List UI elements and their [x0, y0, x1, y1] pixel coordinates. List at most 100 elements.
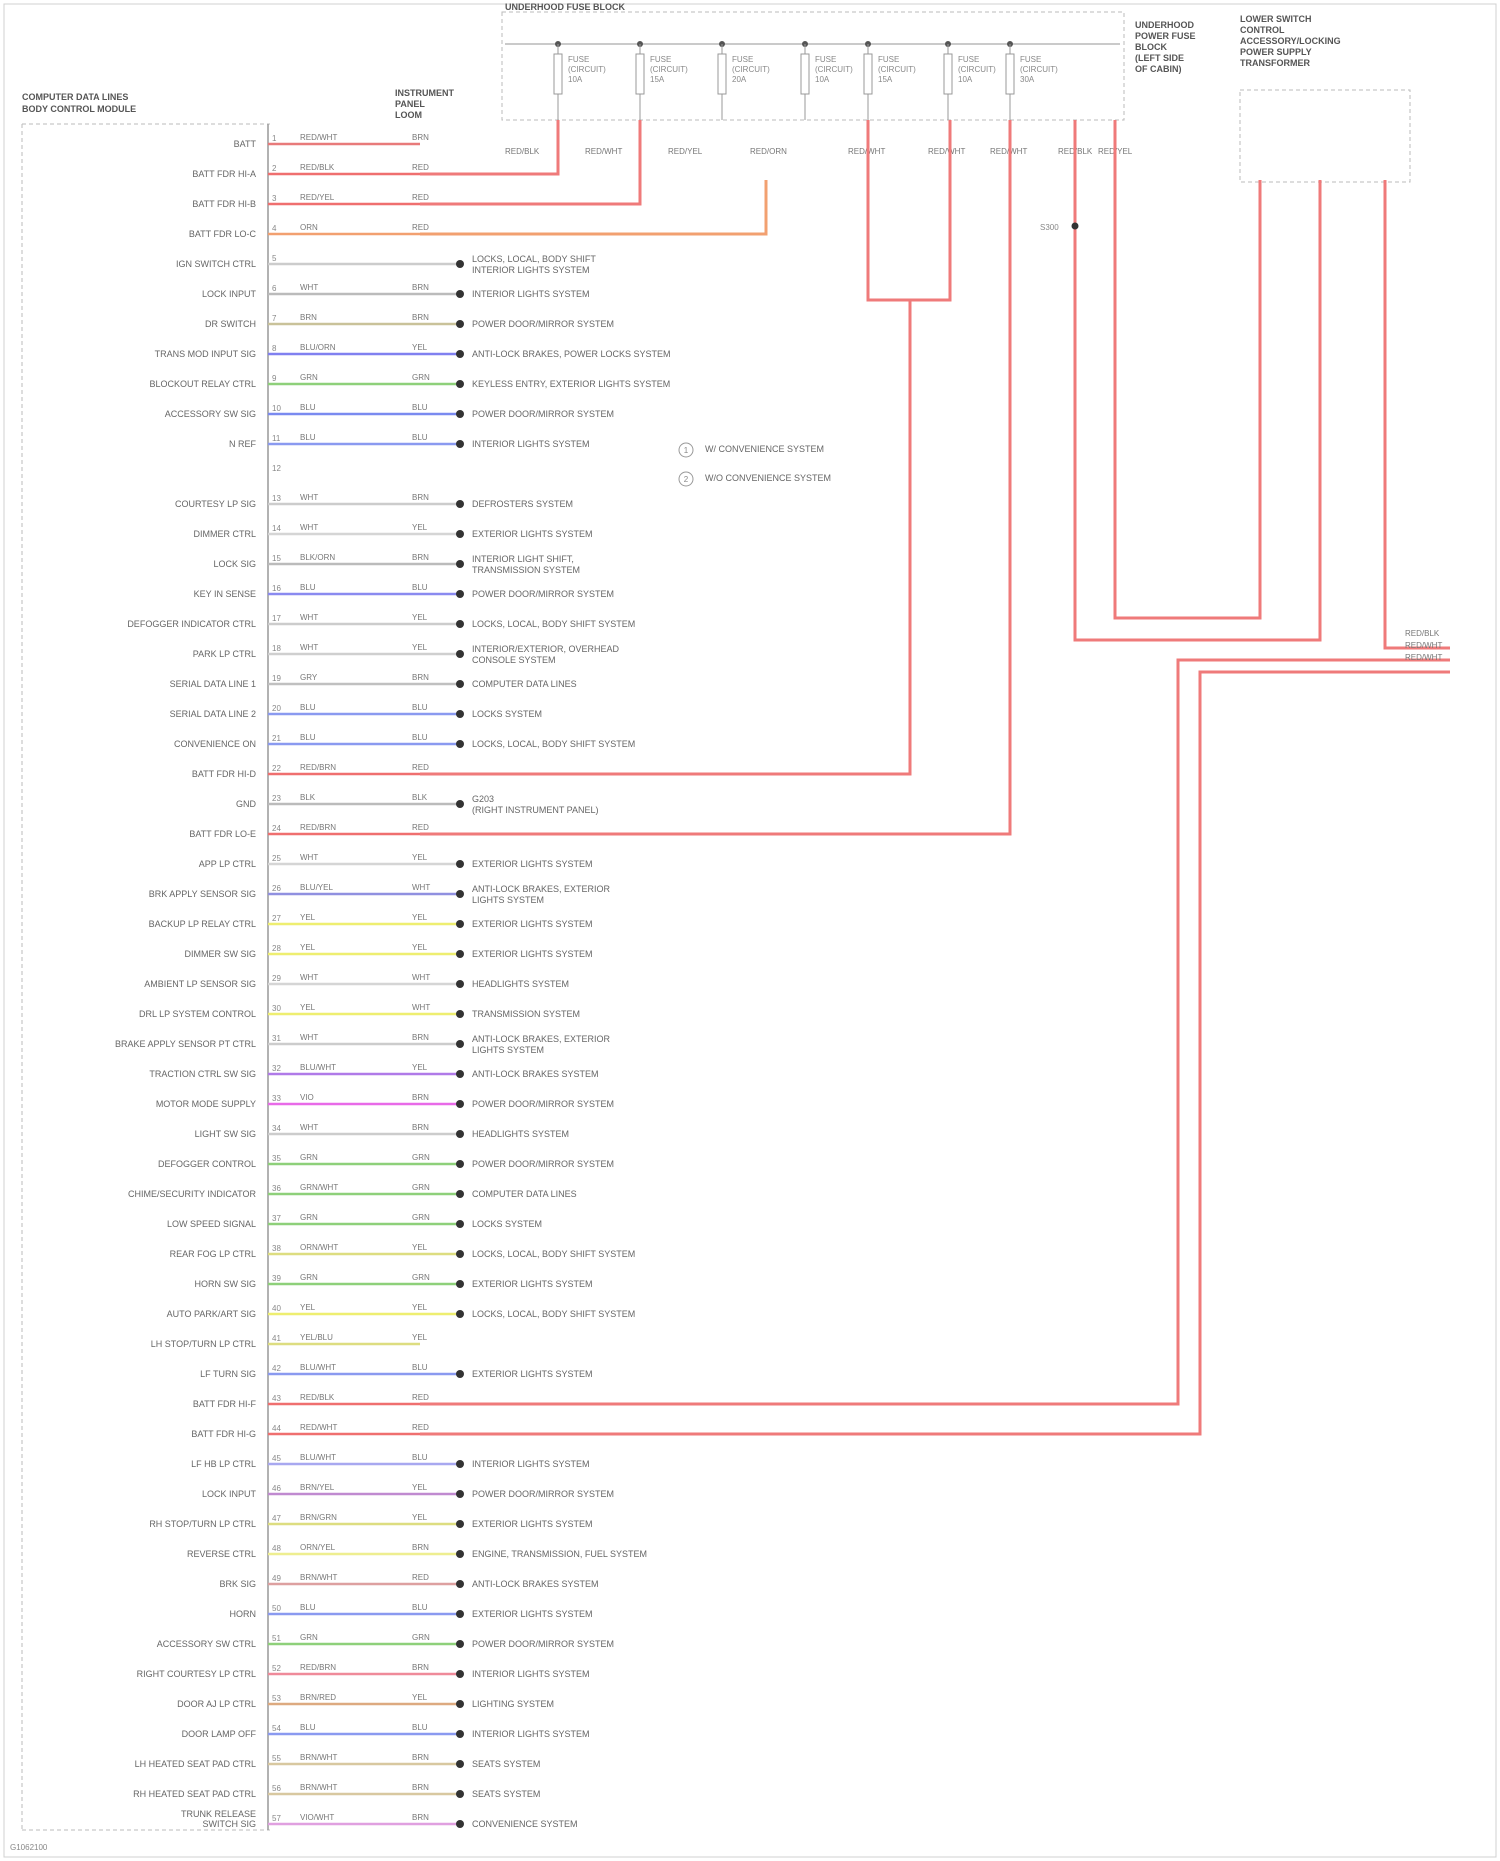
wire-code-1: ORN/YEL: [300, 1543, 336, 1552]
pin-number: 8: [272, 344, 277, 353]
pin-number: 53: [272, 1694, 281, 1703]
wire-code-1: BRN/YEL: [300, 1483, 335, 1492]
wire-code-2: RED: [412, 1423, 429, 1432]
wire-code-1: BLK: [300, 793, 316, 802]
wire-code-2: GRN: [412, 1633, 430, 1642]
pin-number: 33: [272, 1094, 281, 1103]
destination-label: POWER DOOR/MIRROR SYSTEM: [472, 1639, 614, 1649]
fuse-circuit-code: RED/WHT: [928, 147, 965, 156]
text-line: FUSE: [1020, 55, 1041, 64]
pin-name: ACCESSORY SW SIG: [165, 409, 256, 419]
text-line: 10A: [958, 75, 973, 84]
text-line: INTERIOR LIGHTS SYSTEM: [472, 289, 590, 299]
text-line: AUTO PARK/ART SIG: [167, 1309, 256, 1319]
text-line: (CIRCUIT): [568, 65, 606, 74]
pin-name: BACKUP LP RELAY CTRL: [149, 919, 256, 929]
text-line: DOOR AJ LP CTRL: [177, 1699, 256, 1709]
text-line: HEADLIGHTS SYSTEM: [472, 979, 569, 989]
connector-dot: [456, 620, 464, 628]
wire-code-2: BRN: [412, 1093, 429, 1102]
text-line: (CIRCUIT): [650, 65, 688, 74]
text-line: INTERIOR LIGHTS SYSTEM: [472, 439, 590, 449]
wire-code-2: GRN: [412, 1273, 430, 1282]
pin-number: 18: [272, 644, 281, 653]
wire-code-2: BRN: [412, 1033, 429, 1042]
pin-name: LOCK INPUT: [202, 1489, 257, 1499]
wire-code-1: ORN/WHT: [300, 1243, 338, 1252]
pin-number: 4: [272, 224, 277, 233]
pin-number: 35: [272, 1154, 281, 1163]
connector-dot: [456, 410, 464, 418]
wire-code-2: YEL: [412, 853, 428, 862]
text-line: FUSE: [568, 55, 589, 64]
connector-dot: [456, 1280, 464, 1288]
wire-code-1: WHT: [300, 853, 318, 862]
pin-name: TRANS MOD INPUT SIG: [155, 349, 256, 359]
wire-code-1: WHT: [300, 613, 318, 622]
text-line: (CIRCUIT): [732, 65, 770, 74]
wire-code-2: RED: [412, 1393, 429, 1402]
destination-label: HEADLIGHTS SYSTEM: [472, 979, 569, 989]
pin-number: 24: [272, 824, 281, 833]
destination-label: SEATS SYSTEM: [472, 1759, 540, 1769]
pin-name: BATT FDR HI-D: [192, 769, 257, 779]
connector-dot: [456, 980, 464, 988]
destination-label: EXTERIOR LIGHTS SYSTEM: [472, 1279, 593, 1289]
pin-name: RIGHT COURTESY LP CTRL: [137, 1669, 256, 1679]
pin-name: SERIAL DATA LINE 1: [170, 679, 256, 689]
destination-label: POWER DOOR/MIRROR SYSTEM: [472, 589, 614, 599]
text-line: BLOCK: [1135, 42, 1167, 52]
wire-code-2: YEL: [412, 1513, 428, 1522]
wire-code-2: YEL: [412, 1243, 428, 1252]
text-line: DIMMER SW SIG: [185, 949, 257, 959]
wire-code-2: YEL: [412, 1333, 428, 1342]
wire-code-1: BRN/WHT: [300, 1783, 337, 1792]
text-line: ACCESSORY/LOCKING: [1240, 36, 1341, 46]
text-line: LOCK INPUT: [202, 1489, 257, 1499]
wire-code-1: WHT: [300, 523, 318, 532]
wire-code-1: BLU: [300, 1603, 316, 1612]
wire-code-1: YEL: [300, 1303, 316, 1312]
pin-number: 27: [272, 914, 281, 923]
text-line: COMPUTER DATA LINES: [22, 92, 128, 102]
pin-number: 2: [272, 164, 277, 173]
connector-dot: [456, 1490, 464, 1498]
text-line: BATT FDR HI-A: [192, 169, 256, 179]
wire-code-2: GRN: [412, 373, 430, 382]
text-line: POWER FUSE: [1135, 31, 1196, 41]
destination-label: LOCKS, LOCAL, BODY SHIFTINTERIOR LIGHTS …: [472, 254, 596, 275]
pin-number: 13: [272, 494, 281, 503]
wire-code-2: YEL: [412, 523, 428, 532]
connector-dot: [456, 1790, 464, 1798]
wire-code-1: RED/WHT: [300, 133, 337, 142]
text-line: SERIAL DATA LINE 2: [170, 709, 256, 719]
text-line: LOCKS, LOCAL, BODY SHIFT SYSTEM: [472, 619, 635, 629]
connector-dot: [456, 1040, 464, 1048]
text-line: LOW SPEED SIGNAL: [167, 1219, 256, 1229]
text-line: 10A: [815, 75, 830, 84]
pin-number: 49: [272, 1574, 281, 1583]
destination-label: INTERIOR LIGHTS SYSTEM: [472, 1729, 590, 1739]
text-line: INTERIOR LIGHTS SYSTEM: [472, 1729, 590, 1739]
text-line: LOCK SIG: [213, 559, 256, 569]
pin-number: 31: [272, 1034, 281, 1043]
connector-dot: [456, 650, 464, 658]
text-line: POWER DOOR/MIRROR SYSTEM: [472, 1099, 614, 1109]
wire-code-2: BRN: [412, 133, 429, 142]
pin-number: 12: [272, 464, 281, 473]
text-line: LF TURN SIG: [200, 1369, 256, 1379]
wire-code-2: RED: [412, 163, 429, 172]
destination-label: COMPUTER DATA LINES: [472, 1189, 577, 1199]
destination-label: INTERIOR LIGHTS SYSTEM: [472, 439, 590, 449]
text-line: INTERIOR LIGHTS SYSTEM: [472, 1459, 590, 1469]
text-line: G203: [472, 794, 494, 804]
text-line: CONSOLE SYSTEM: [472, 655, 556, 665]
pin-number: 55: [272, 1754, 281, 1763]
text-line: BRK SIG: [219, 1579, 256, 1589]
wire-code-1: WHT: [300, 973, 318, 982]
pin-name: BRK SIG: [219, 1579, 256, 1589]
text-line: BATT FDR LO-C: [189, 229, 257, 239]
text-line: INTERIOR/EXTERIOR, OVERHEAD: [472, 644, 620, 654]
destination-label: POWER DOOR/MIRROR SYSTEM: [472, 409, 614, 419]
pin-name: AMBIENT LP SENSOR SIG: [144, 979, 256, 989]
